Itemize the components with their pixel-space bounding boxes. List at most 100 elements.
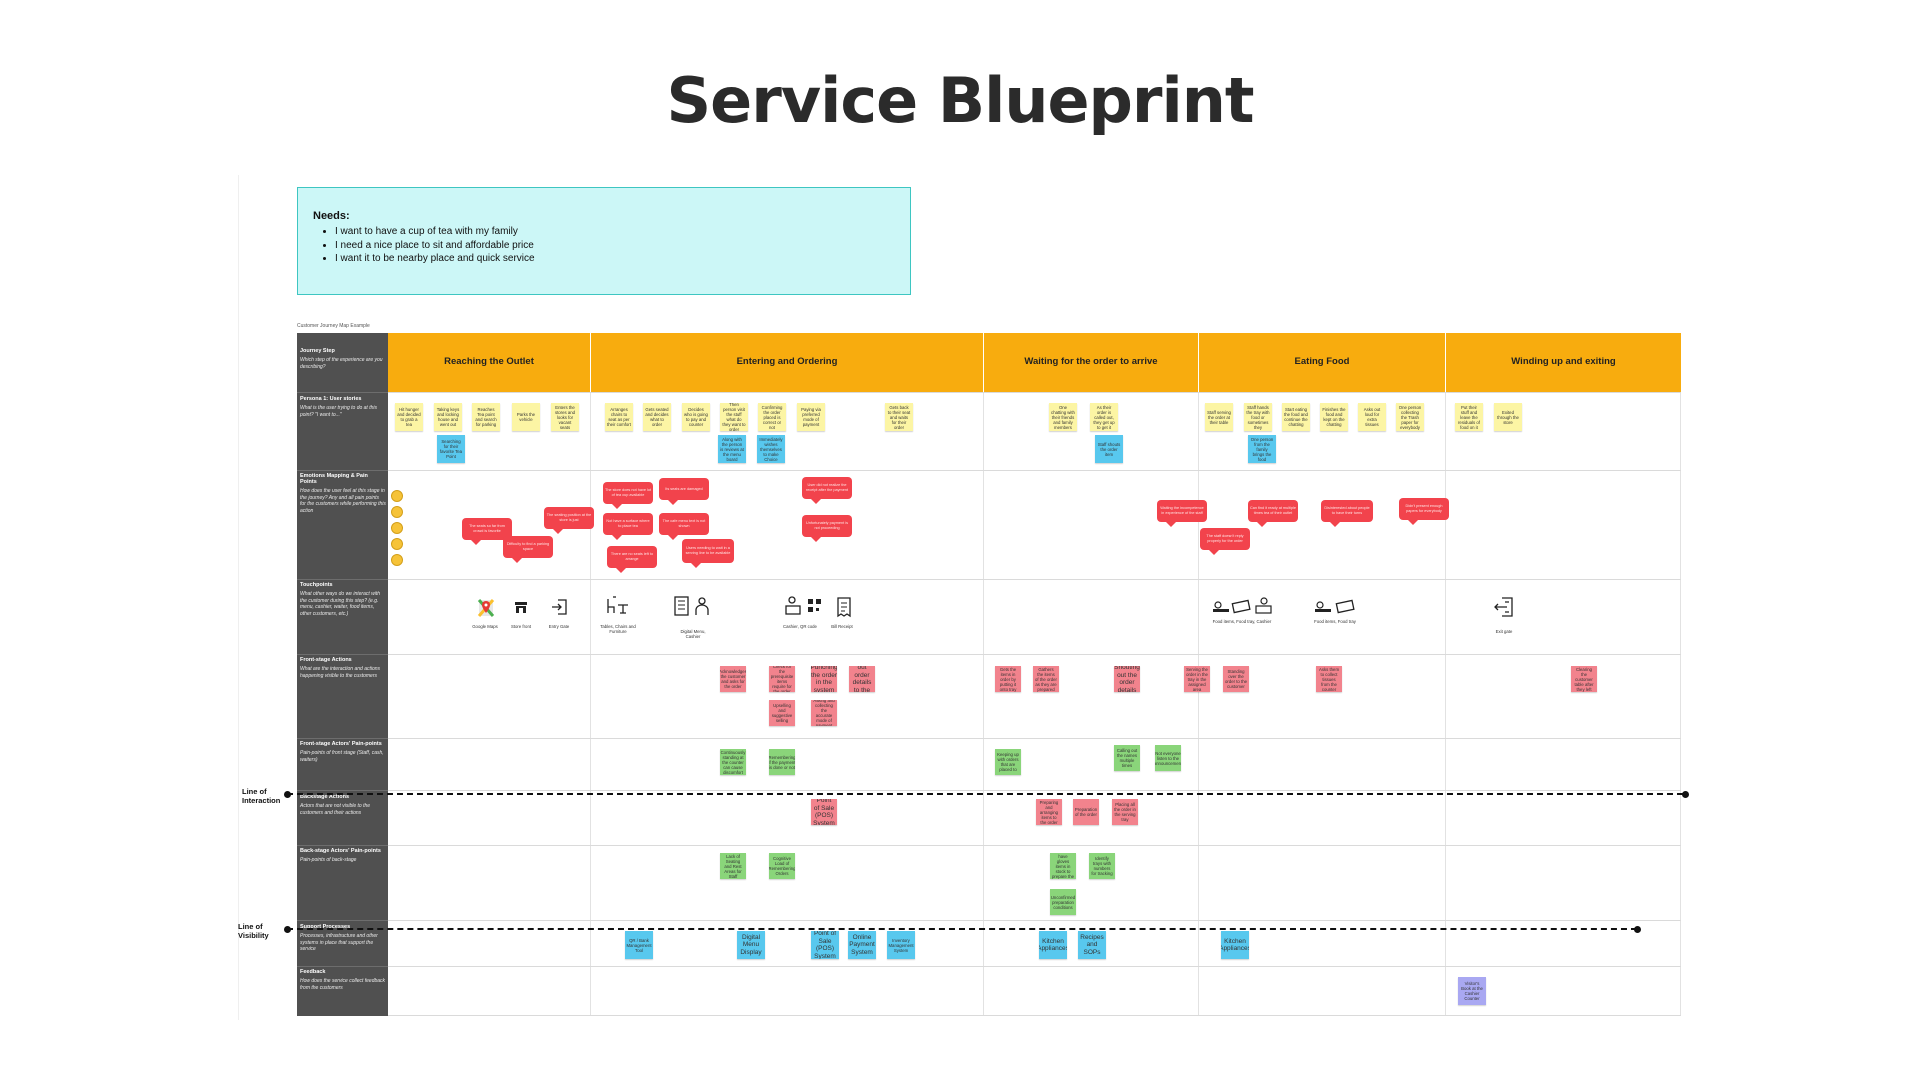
row-divider bbox=[388, 654, 1681, 655]
user-story-note[interactable]: Hit hunger and decided to grab a tea bbox=[395, 403, 423, 431]
user-story-note[interactable]: One person from the family brings the fo… bbox=[1248, 435, 1276, 463]
section-title: Eating Food bbox=[1294, 356, 1350, 367]
section-header bbox=[984, 333, 1198, 392]
front-stage-action-note[interactable]: Shouting out the order details bbox=[1114, 666, 1140, 692]
front-stage-pain-note[interactable]: Calling out the names multiple times bbox=[1114, 745, 1140, 771]
support-process-note[interactable]: QR / Bank Management Tool bbox=[625, 931, 653, 959]
user-story-note[interactable]: Searching for their favorite Tea Point bbox=[437, 435, 465, 463]
pain-point-bubble[interactable]: Its seats are damaged bbox=[659, 478, 709, 505]
pain-point-bubble[interactable]: Not have a surface where to place tea bbox=[603, 513, 653, 540]
front-stage-action-note[interactable]: Check for the prerequisite items require… bbox=[769, 666, 795, 692]
user-story-note[interactable]: Asks out loud for extra tissues bbox=[1358, 403, 1386, 431]
section-divider bbox=[1680, 392, 1681, 1016]
label-divider bbox=[297, 392, 388, 393]
user-story-note[interactable]: Decides who is going to pay and counter bbox=[682, 403, 710, 431]
pain-point-bubble[interactable]: The staff doesn't reply properly for the… bbox=[1200, 528, 1250, 555]
support-process-note[interactable]: Inventory Management System bbox=[887, 931, 915, 959]
user-story-note[interactable]: Put their stuff and leave the residuals … bbox=[1455, 403, 1483, 431]
section-header bbox=[591, 333, 983, 392]
backstage-pain-note[interactable]: Do not have gloves items in stock to pre… bbox=[1050, 853, 1076, 879]
user-story-note[interactable]: Enters the stores and looks for vacant s… bbox=[551, 403, 579, 431]
food-tray-cashier-icon bbox=[1213, 597, 1272, 614]
pain-point-bubble[interactable]: Didn't present enough papers for everybo… bbox=[1399, 498, 1449, 525]
row-divider bbox=[388, 579, 1681, 580]
user-story-note[interactable]: Finishes the food and kept on the chatti… bbox=[1320, 403, 1348, 431]
row-divider bbox=[388, 1015, 1681, 1016]
backstage-pain-note[interactable]: Unconfirmed preparation conditions bbox=[1050, 889, 1076, 915]
front-stage-action-note[interactable]: Punching the order in the system bbox=[811, 666, 837, 692]
pain-point-bubble[interactable]: The store does not have lot of tea cup a… bbox=[603, 482, 653, 509]
support-process-note[interactable]: Point of Sale (POS) System bbox=[811, 931, 839, 959]
pain-point-bubble[interactable]: Users needing to wait in a serving line … bbox=[682, 539, 734, 568]
user-story-note[interactable]: Gets seated and decides what to order bbox=[643, 403, 671, 431]
front-stage-action-note[interactable]: Serving the order in the tray in the ass… bbox=[1184, 666, 1210, 692]
front-stage-action-note[interactable]: Upselling and suggestive selling bbox=[769, 700, 795, 726]
user-story-note[interactable]: Along with the person is reviews at the … bbox=[718, 435, 746, 463]
user-story-note[interactable]: Exited through the store bbox=[1494, 403, 1522, 431]
support-process-note[interactable]: Recipes and SOPs bbox=[1078, 931, 1106, 959]
user-story-note[interactable]: Staff shouts the order item bbox=[1095, 435, 1123, 463]
user-story-note[interactable]: One person collecting the Trash paper fo… bbox=[1396, 403, 1424, 431]
backstage-pain-note[interactable]: Lack of Seating and Rest Areas for Staff bbox=[720, 853, 746, 879]
backstage-action-note[interactable]: Placing all the order in the serving tra… bbox=[1112, 799, 1138, 825]
user-story-note[interactable]: Immediately wishes themselves to make Ch… bbox=[757, 435, 785, 463]
pain-point-bubble[interactable]: Waiting the incompetence in experience o… bbox=[1157, 500, 1207, 527]
pain-point-bubble[interactable]: There are no seats left to arrange bbox=[607, 546, 657, 573]
row-divider bbox=[388, 845, 1681, 846]
section-title: Waiting for the order to arrive bbox=[1024, 356, 1158, 367]
pain-point-bubble[interactable]: Disinterested about people to have their… bbox=[1321, 500, 1373, 527]
google-maps-icon bbox=[477, 599, 495, 617]
user-story-note[interactable]: Arranges chairs to seat as per their com… bbox=[605, 403, 633, 431]
backstage-action-note[interactable]: Preparation of the order bbox=[1073, 799, 1099, 825]
front-stage-pain-note[interactable]: Not everyone listen to the announcement bbox=[1155, 745, 1181, 771]
support-process-note[interactable]: Online Payment System bbox=[848, 931, 876, 959]
front-stage-pain-note[interactable]: Remembering if the payment is done or no… bbox=[769, 749, 795, 775]
user-story-note[interactable]: Paying via preferred mode of payment bbox=[797, 403, 825, 431]
user-story-note[interactable]: Gets back to their seat and waits for th… bbox=[885, 403, 913, 431]
user-story-note[interactable]: One chatting with their friends and fami… bbox=[1049, 403, 1077, 431]
pain-point-bubble[interactable]: Unfortunately payment is not proceeding bbox=[802, 515, 852, 542]
pain-point-bubble[interactable]: The seats so far from crowd is favorite bbox=[462, 518, 512, 545]
pain-point-bubble[interactable]: Difficulty to find a parking space bbox=[503, 536, 553, 563]
front-stage-pain-note[interactable]: Keeping up with orders that are placed t… bbox=[995, 749, 1021, 775]
needs-item: I want it to be nearby place and quick s… bbox=[335, 252, 910, 266]
front-stage-action-note[interactable]: Standing over the order to the customer bbox=[1223, 666, 1249, 692]
support-process-note[interactable]: Digital Menu Display bbox=[737, 931, 765, 959]
needs-box[interactable]: Needs: I want to have a cup of tea with … bbox=[297, 187, 911, 295]
backstage-action-note[interactable]: Preparing and arranging items to the ord… bbox=[1036, 799, 1062, 825]
sad-emoji-icon bbox=[391, 538, 403, 550]
user-story-note[interactable]: Staff serving the order at their table bbox=[1205, 403, 1233, 431]
backstage-pain-note[interactable]: Cognitive Load of Remembering Orders bbox=[769, 853, 795, 879]
line-of-interaction-label: Line of Interaction bbox=[242, 787, 281, 805]
section-header bbox=[1199, 333, 1445, 392]
frame-edge bbox=[238, 175, 239, 1020]
front-stage-pain-note[interactable]: Continuously standing at the counter can… bbox=[720, 749, 746, 775]
user-story-note[interactable]: Start eating the food and continue the c… bbox=[1282, 403, 1310, 431]
support-process-note[interactable]: Kitchen Appliances bbox=[1039, 931, 1067, 959]
front-stage-action-note[interactable]: Gets the items in order by putting it on… bbox=[995, 666, 1021, 692]
user-story-note[interactable]: Taking keys and locking house and went o… bbox=[434, 403, 462, 431]
feedback-note[interactable]: Visitor's Book at the Cashier Counter bbox=[1458, 977, 1486, 1005]
front-stage-action-note[interactable]: Acknowledges the customer and asks for t… bbox=[720, 666, 746, 692]
user-story-note[interactable]: Then person visit the stuff what do they… bbox=[720, 403, 748, 431]
front-stage-action-note[interactable]: Asks them to collect tissues from the co… bbox=[1316, 666, 1342, 692]
pain-point-bubble[interactable]: The seating position at the store is jus… bbox=[544, 507, 594, 534]
front-stage-action-note[interactable]: Giving out order details to the staff bbox=[849, 666, 875, 692]
row-divider bbox=[388, 738, 1681, 739]
label-divider bbox=[297, 790, 388, 791]
support-process-note[interactable]: Kitchen Appliances bbox=[1221, 931, 1249, 959]
front-stage-action-note[interactable]: Gathers the items of the order as they a… bbox=[1033, 666, 1059, 692]
backstage-pain-note[interactable]: Identify trays with numbers for tracking bbox=[1089, 853, 1115, 879]
pain-point-bubble[interactable]: The cafe menu text is not shown bbox=[659, 513, 709, 540]
pain-point-bubble[interactable]: Can find it ready at multiple times tea … bbox=[1248, 500, 1298, 527]
front-stage-action-note[interactable]: Clearing the customer table after they l… bbox=[1571, 666, 1597, 692]
pain-point-bubble[interactable]: User did not realize the receipt after t… bbox=[802, 477, 852, 504]
user-story-note[interactable]: As their order is called out, they get u… bbox=[1090, 403, 1118, 431]
user-story-note[interactable]: Confirming the order placed is correct o… bbox=[758, 403, 786, 431]
user-story-note[interactable]: Staff hands the tray with food or someti… bbox=[1244, 403, 1272, 431]
front-stage-action-note[interactable]: Asking and collecting the accurate mode … bbox=[811, 700, 837, 726]
user-story-note[interactable]: Reaches Tea point and search for parking bbox=[472, 403, 500, 431]
backstage-action-note[interactable]: Point of Sale (POS) System bbox=[811, 799, 837, 825]
user-story-note[interactable]: Parks the vehicle bbox=[512, 403, 540, 431]
